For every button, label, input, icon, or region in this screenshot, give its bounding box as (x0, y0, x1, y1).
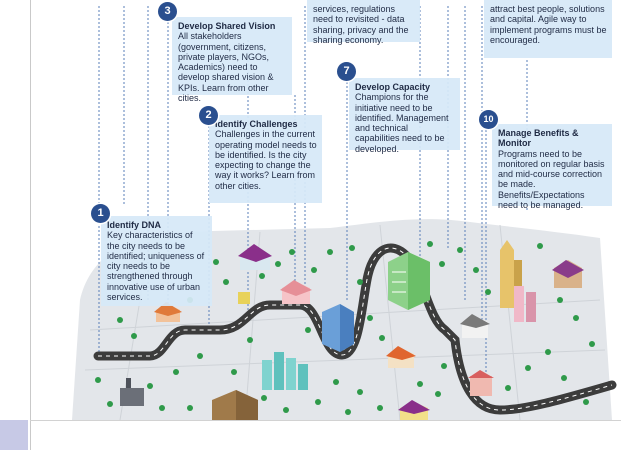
step-number-badge: 2 (199, 106, 218, 125)
step-card-develop-shared-vision: Develop Shared Vision All stakeholders (… (172, 17, 292, 103)
winding-road (93, 243, 617, 415)
step-card-title: Identify DNA (107, 220, 161, 230)
step-number-badge: 3 (158, 2, 177, 21)
step-card-title: Identify Challenges (215, 119, 298, 129)
step-card-identify-dna: Identify DNA Key characteristics of the … (101, 216, 212, 306)
step-card-body: services, regulations need to revisited … (313, 4, 409, 45)
building-grey-factory (120, 378, 144, 406)
step-card-body: Challenges in the current operating mode… (215, 129, 317, 191)
step-card-regulations-partial: services, regulations need to revisited … (307, 0, 420, 45)
building-pink-house (280, 280, 312, 304)
building-white-house (460, 314, 490, 338)
step-card-develop-capacity: Develop Capacity Champions for the initi… (349, 78, 460, 154)
step-card-body: Key characteristics of the city needs to… (107, 230, 205, 303)
building-small-yellow (238, 292, 250, 304)
building-purple-house-left (238, 244, 272, 270)
bottom-divider (30, 420, 621, 421)
building-yellow-tower (500, 240, 522, 308)
building-green-tower (388, 252, 430, 310)
step-card-body: attract best people, solutions and capit… (490, 4, 607, 45)
step-card-body: Champions for the initiative need to be … (355, 92, 449, 154)
left-panel-strip (0, 0, 31, 450)
left-panel-accent (0, 420, 28, 450)
step-card-body: Programs need to be monitored on regular… (498, 148, 605, 211)
step-card-identify-challenges: Identify Challenges Challenges in the cu… (209, 115, 322, 203)
building-brown-block (212, 390, 258, 420)
step-number-badge: 1 (91, 204, 110, 223)
step-card-title: Manage Benefits & Monitor (498, 128, 579, 149)
trees (95, 241, 595, 415)
buildings (120, 240, 584, 420)
building-yellow-house-bottom (398, 400, 430, 420)
building-blue-tower (322, 304, 354, 352)
building-purple-house-right (552, 260, 584, 288)
step-number-badge: 10 (479, 110, 498, 129)
building-teal-cluster (262, 352, 308, 390)
building-red-cluster (468, 370, 494, 396)
step-number-badge: 7 (337, 62, 356, 81)
step-card-title: Develop Capacity (355, 82, 431, 92)
building-orange-house-left (154, 302, 182, 322)
step-card-body: All stakeholders (government, citizens, … (178, 31, 274, 104)
step-card-attract-partial: attract best people, solutions and capit… (484, 0, 612, 58)
step-card-manage-benefits: Manage Benefits & Monitor Programs need … (492, 124, 612, 210)
building-pink-tower (514, 286, 536, 322)
step-card-title: Develop Shared Vision (178, 21, 276, 31)
building-orange-house-center (386, 346, 416, 368)
